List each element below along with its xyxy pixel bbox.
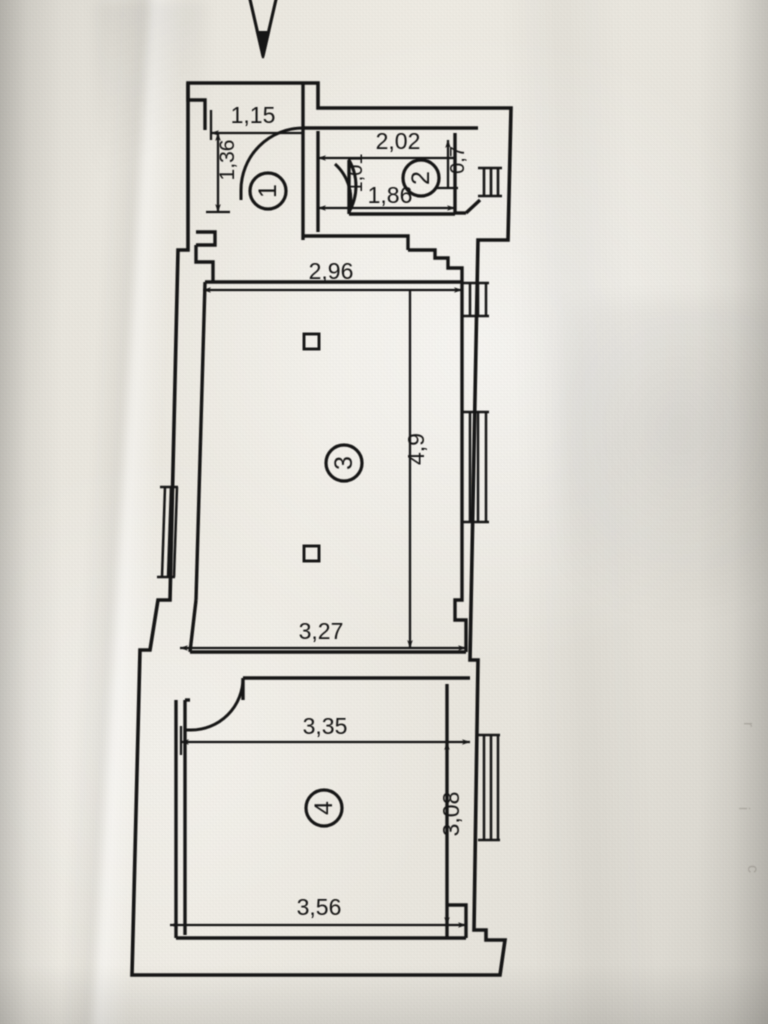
fixture-outlet-upper bbox=[302, 332, 321, 351]
dimension-label-3-27: 3,27 bbox=[299, 618, 344, 644]
room-marker-2-label: 2 bbox=[407, 171, 435, 185]
room-marker-1: 1 bbox=[248, 171, 288, 211]
room-4-walls bbox=[174, 676, 470, 940]
room-marker-4: 4 bbox=[304, 788, 344, 828]
window-room-2-right bbox=[478, 166, 502, 198]
room-marker-3-label: 3 bbox=[330, 456, 358, 470]
room-3-walls bbox=[188, 280, 468, 654]
dimension-label-3-35: 3,35 bbox=[303, 713, 348, 739]
dimension-label-2-02: 2,02 bbox=[376, 128, 421, 154]
dimension-label-3-56: 3,56 bbox=[297, 894, 342, 920]
north-arrow-icon bbox=[248, 0, 278, 59]
window-room-3-right-upper bbox=[462, 281, 489, 318]
dimension-label-2-96: 2,96 bbox=[309, 258, 354, 284]
window-room-4-right bbox=[478, 733, 500, 842]
door-swing-room-4 bbox=[183, 677, 245, 732]
page-edge-shadow-bottom bbox=[0, 964, 768, 1024]
dimension-label-4-9: 4,9 bbox=[403, 433, 429, 465]
window-room-3-right-lower bbox=[462, 410, 489, 524]
dimension-label-3-08: 3,08 bbox=[438, 792, 464, 837]
dimension-label-1-36: 1,36 bbox=[216, 140, 239, 181]
room-marker-1-label: 1 bbox=[254, 184, 282, 198]
dimension-lines bbox=[169, 110, 471, 928]
room-marker-3: 3 bbox=[324, 443, 364, 483]
room-marker-2: 2 bbox=[401, 158, 441, 198]
dimension-label-0-7: 0,7 bbox=[447, 146, 469, 174]
building-outline bbox=[130, 81, 513, 977]
dimension-label-1-86: 1,86 bbox=[368, 182, 413, 208]
room-marker-4-label: 4 bbox=[310, 801, 338, 815]
dimension-label-1-01: 1,01 bbox=[345, 154, 367, 193]
page-edge-shadow-right bbox=[698, 0, 768, 1024]
page-edge-shadow-left bbox=[0, 0, 62, 1024]
door-swing-room-1 bbox=[239, 126, 304, 200]
dimension-label-1-15: 1,15 bbox=[231, 102, 276, 128]
window-room-3-left bbox=[157, 485, 179, 579]
fixture-outlet-lower bbox=[302, 544, 321, 563]
